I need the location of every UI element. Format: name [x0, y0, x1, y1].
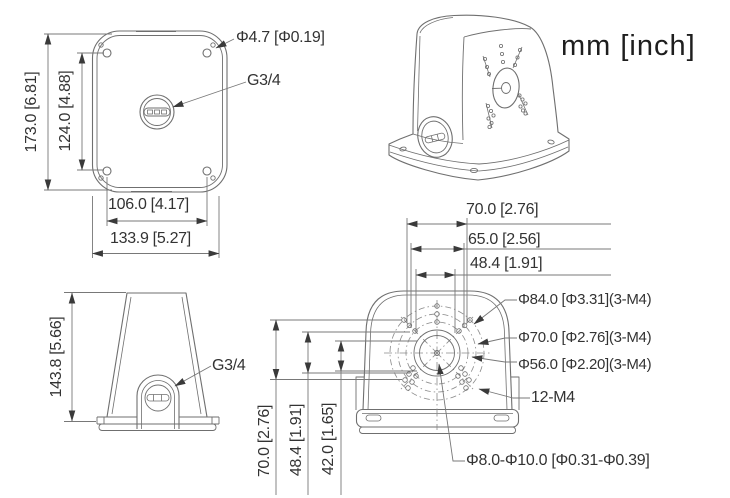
dim-back-hole-pitch-horizontal: 106.0 [4.17]: [108, 196, 189, 213]
back-plate-dimensions: [44, 33, 247, 258]
callout-bolt-circle-84: Φ84.0 [Φ3.31](3-M4): [518, 291, 652, 308]
callout-side-conduit-thread: G3/4: [212, 357, 246, 374]
front-view-holes: [401, 303, 473, 391]
callout-bolt-circle-56: Φ56.0 [Φ2.20](3-M4): [518, 356, 652, 373]
side-view-dimensions: [64, 292, 212, 422]
front-view-dimensions: [270, 218, 611, 495]
dim-back-hole-pitch-vertical: 124.0 [4.88]: [57, 70, 74, 152]
dim-front-pitch-65: 65.0 [2.56]: [468, 231, 541, 248]
front-view-bolt-circles: [384, 300, 490, 430]
dim-front-height-42: 42.0 [1.65]: [320, 402, 337, 476]
dim-back-overall-height: 173.0 [6.81]: [23, 71, 40, 153]
callout-thread-holes: 12-M4: [531, 389, 575, 406]
side-view: [96, 292, 220, 431]
dim-front-height-48: 48.4 [1.91]: [288, 403, 305, 477]
back-plate-view: [91, 30, 228, 193]
isometric-view: [388, 14, 570, 181]
dim-side-overall-height: 143.8 [5.66]: [48, 316, 65, 398]
dim-front-pitch-70: 70.0 [2.76]: [466, 201, 539, 218]
callout-screw-hole-diameter: Φ4.7 [Φ0.19]: [236, 29, 325, 46]
callout-bolt-circle-70: Φ70.0 [Φ2.76](3-M4): [518, 329, 652, 346]
dim-front-height-70: 70.0 [2.76]: [256, 404, 273, 478]
dim-front-pitch-48: 48.4 [1.91]: [470, 255, 543, 272]
callout-center-hole: Φ8.0-Φ10.0 [Φ0.31-Φ0.39]: [466, 452, 650, 469]
units-note: mm [inch]: [561, 30, 696, 62]
callout-back-conduit-thread: G3/4: [247, 72, 281, 89]
front-view: [355, 290, 520, 434]
dim-back-overall-width: 133.9 [5.27]: [110, 230, 191, 247]
